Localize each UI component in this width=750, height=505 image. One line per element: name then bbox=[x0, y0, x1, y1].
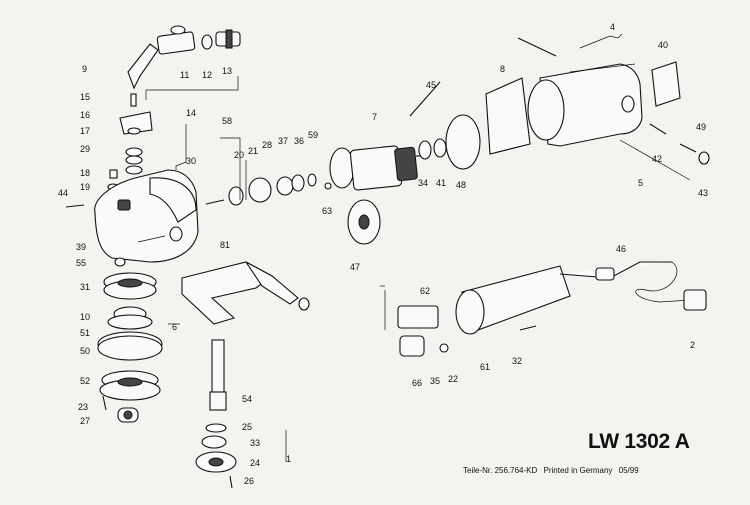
model-title: LW 1302 A bbox=[588, 430, 690, 453]
lower-left-stack bbox=[97, 257, 163, 423]
callout-9: 9 bbox=[82, 64, 87, 74]
callout-27: 27 bbox=[80, 416, 90, 426]
callout-37: 37 bbox=[278, 136, 288, 146]
spindle-parts bbox=[195, 339, 237, 489]
callout-35: 35 bbox=[430, 376, 440, 386]
callout-23: 23 bbox=[78, 402, 88, 412]
callout-51: 51 bbox=[80, 328, 90, 338]
callout-40: 40 bbox=[658, 40, 668, 50]
callout-44: 44 bbox=[58, 188, 68, 198]
printed-note: Printed in Germany bbox=[543, 466, 613, 475]
callout-36: 36 bbox=[294, 136, 304, 146]
callout-13: 13 bbox=[222, 66, 232, 76]
callout-30: 30 bbox=[186, 156, 196, 166]
motor-housing bbox=[409, 63, 643, 155]
callout-39: 39 bbox=[76, 242, 86, 252]
callout-2: 2 bbox=[690, 340, 695, 350]
callout-49: 49 bbox=[696, 122, 706, 132]
callout-26: 26 bbox=[244, 476, 254, 486]
valve-fitting-group bbox=[127, 25, 241, 90]
part-number: Teile-Nr. 256.764-KD bbox=[463, 466, 538, 475]
callout-17: 17 bbox=[80, 126, 90, 136]
callout-46: 46 bbox=[616, 244, 626, 254]
gear-housing bbox=[94, 169, 199, 263]
callout-54: 54 bbox=[242, 394, 252, 404]
bearing-washer-row bbox=[205, 173, 332, 206]
callout-59: 59 bbox=[308, 130, 318, 140]
callout-10: 10 bbox=[80, 312, 90, 322]
callout-28: 28 bbox=[262, 140, 272, 150]
callout-1: 1 bbox=[286, 454, 291, 464]
callout-22: 22 bbox=[448, 374, 458, 384]
bearing-pair bbox=[418, 114, 481, 170]
callout-33: 33 bbox=[250, 438, 260, 448]
callout-52: 52 bbox=[80, 376, 90, 386]
callout-7: 7 bbox=[372, 112, 377, 122]
callout-19: 19 bbox=[80, 182, 90, 192]
callout-18: 18 bbox=[80, 168, 90, 178]
callout-29: 29 bbox=[80, 144, 90, 154]
callout-labels: 1 2 4 5 6 7 8 9 10 11 12 13 14 15 16 17 … bbox=[58, 22, 708, 486]
callout-6: 6 bbox=[172, 322, 177, 332]
callout-16: 16 bbox=[80, 110, 90, 120]
footer-line: Teile-Nr. 256.764-KD Printed in Germany … bbox=[463, 466, 643, 475]
grouping-lines bbox=[145, 76, 691, 462]
callout-31: 31 bbox=[80, 282, 90, 292]
callout-20: 20 bbox=[234, 150, 244, 160]
callout-43: 43 bbox=[698, 188, 708, 198]
callout-42: 42 bbox=[652, 154, 662, 164]
callout-45: 45 bbox=[426, 80, 436, 90]
armature bbox=[329, 145, 420, 245]
callout-4: 4 bbox=[610, 22, 615, 32]
print-date: 05/99 bbox=[618, 466, 639, 475]
callout-5: 5 bbox=[638, 178, 643, 188]
callout-32: 32 bbox=[512, 356, 522, 366]
callout-21: 21 bbox=[248, 146, 258, 156]
callout-55: 55 bbox=[76, 258, 86, 268]
callout-50: 50 bbox=[80, 346, 90, 356]
callout-58: 58 bbox=[222, 116, 232, 126]
callout-81: 81 bbox=[220, 240, 230, 250]
brush-holder-parts bbox=[517, 33, 710, 165]
callout-8: 8 bbox=[500, 64, 505, 74]
callout-63: 63 bbox=[322, 206, 332, 216]
callout-61: 61 bbox=[480, 362, 490, 372]
callout-12: 12 bbox=[202, 70, 212, 80]
callout-48: 48 bbox=[456, 180, 466, 190]
callout-47: 47 bbox=[350, 262, 360, 272]
callout-62: 62 bbox=[420, 286, 430, 296]
callout-41: 41 bbox=[436, 178, 446, 188]
callout-25: 25 bbox=[242, 422, 252, 432]
callout-24: 24 bbox=[250, 458, 260, 468]
callout-34: 34 bbox=[418, 178, 428, 188]
handle-bracket bbox=[181, 261, 310, 325]
callout-15: 15 bbox=[80, 92, 90, 102]
callout-66: 66 bbox=[412, 378, 422, 388]
callout-14: 14 bbox=[186, 108, 196, 118]
callout-11: 11 bbox=[180, 70, 189, 80]
cable-switch-group bbox=[397, 261, 707, 357]
